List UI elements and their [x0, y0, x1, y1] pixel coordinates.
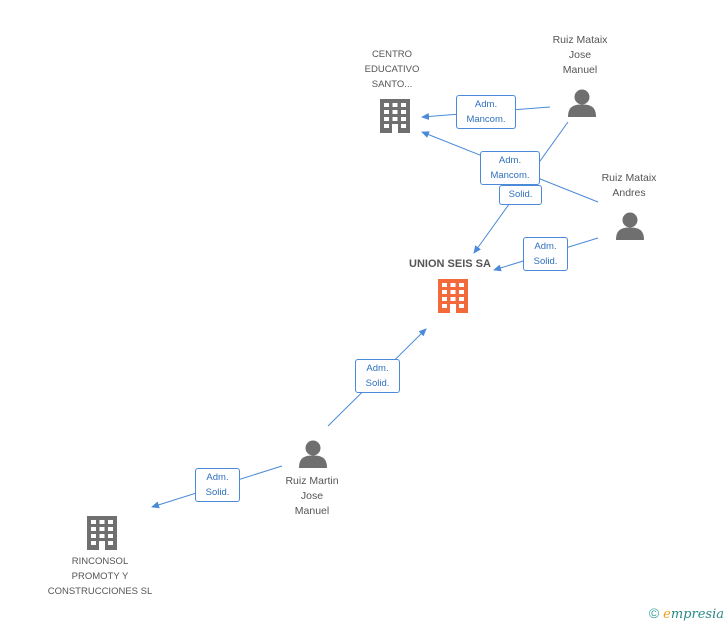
building-icon[interactable]	[87, 516, 117, 550]
brand-logo-rest: mpresia	[670, 607, 724, 622]
brand-logo-e: e	[663, 607, 671, 622]
node-label-ruiz-martin-jose-manuel[interactable]: Ruiz Martin Jose Manuel	[285, 475, 339, 517]
building-icon[interactable]	[380, 99, 410, 133]
person-icon[interactable]	[299, 440, 327, 469]
edge-label-line: Adm.	[498, 155, 522, 166]
brand-logo: empresia	[663, 607, 724, 622]
edge-label-line: Mancom.	[490, 170, 530, 181]
edge-label-adm-solid[interactable]: Adm. Solid.	[523, 237, 568, 271]
copyright-symbol: ©	[648, 605, 660, 621]
edge-label-line: Mancom.	[466, 114, 506, 125]
edge-label-line: Adm.	[534, 241, 557, 252]
building-icon[interactable]	[438, 279, 468, 313]
person-icon[interactable]	[616, 212, 644, 241]
node-label-centro-educativo[interactable]: CENTRO EDUCATIVO SANTO...	[364, 49, 420, 90]
edge-label-line: Solid.	[533, 256, 558, 267]
edge-label-adm-mancom[interactable]: Adm. Mancom.	[480, 151, 540, 185]
person-icon[interactable]	[568, 89, 596, 118]
edge-label-solid[interactable]: Solid.	[499, 185, 542, 205]
edge-label-line: Solid.	[205, 487, 230, 498]
edge-label-line: Adm.	[474, 99, 498, 110]
node-label-ruiz-mataix-andres[interactable]: Ruiz Mataix Andres	[601, 172, 657, 199]
empresia-watermark: ©empresia	[649, 605, 724, 622]
edge-label-adm-mancom[interactable]: Adm. Mancom.	[456, 95, 516, 129]
edge-label-line: Adm.	[366, 363, 389, 374]
node-label-union-seis[interactable]: UNION SEIS SA	[409, 258, 491, 270]
edge-label-line: Solid.	[365, 378, 390, 389]
edge-label-adm-solid[interactable]: Adm. Solid.	[355, 359, 400, 393]
node-label-ruiz-mataix-jose-manuel[interactable]: Ruiz Mataix Jose Manuel	[552, 34, 608, 76]
edge-label-adm-solid[interactable]: Adm. Solid.	[195, 468, 240, 502]
edge-label-line: Solid.	[508, 189, 533, 200]
edge-label-line: Adm.	[206, 472, 229, 483]
node-label-rinconsol[interactable]: RINCONSOL PROMOTY Y CONSTRUCCIONES SL	[47, 556, 153, 597]
